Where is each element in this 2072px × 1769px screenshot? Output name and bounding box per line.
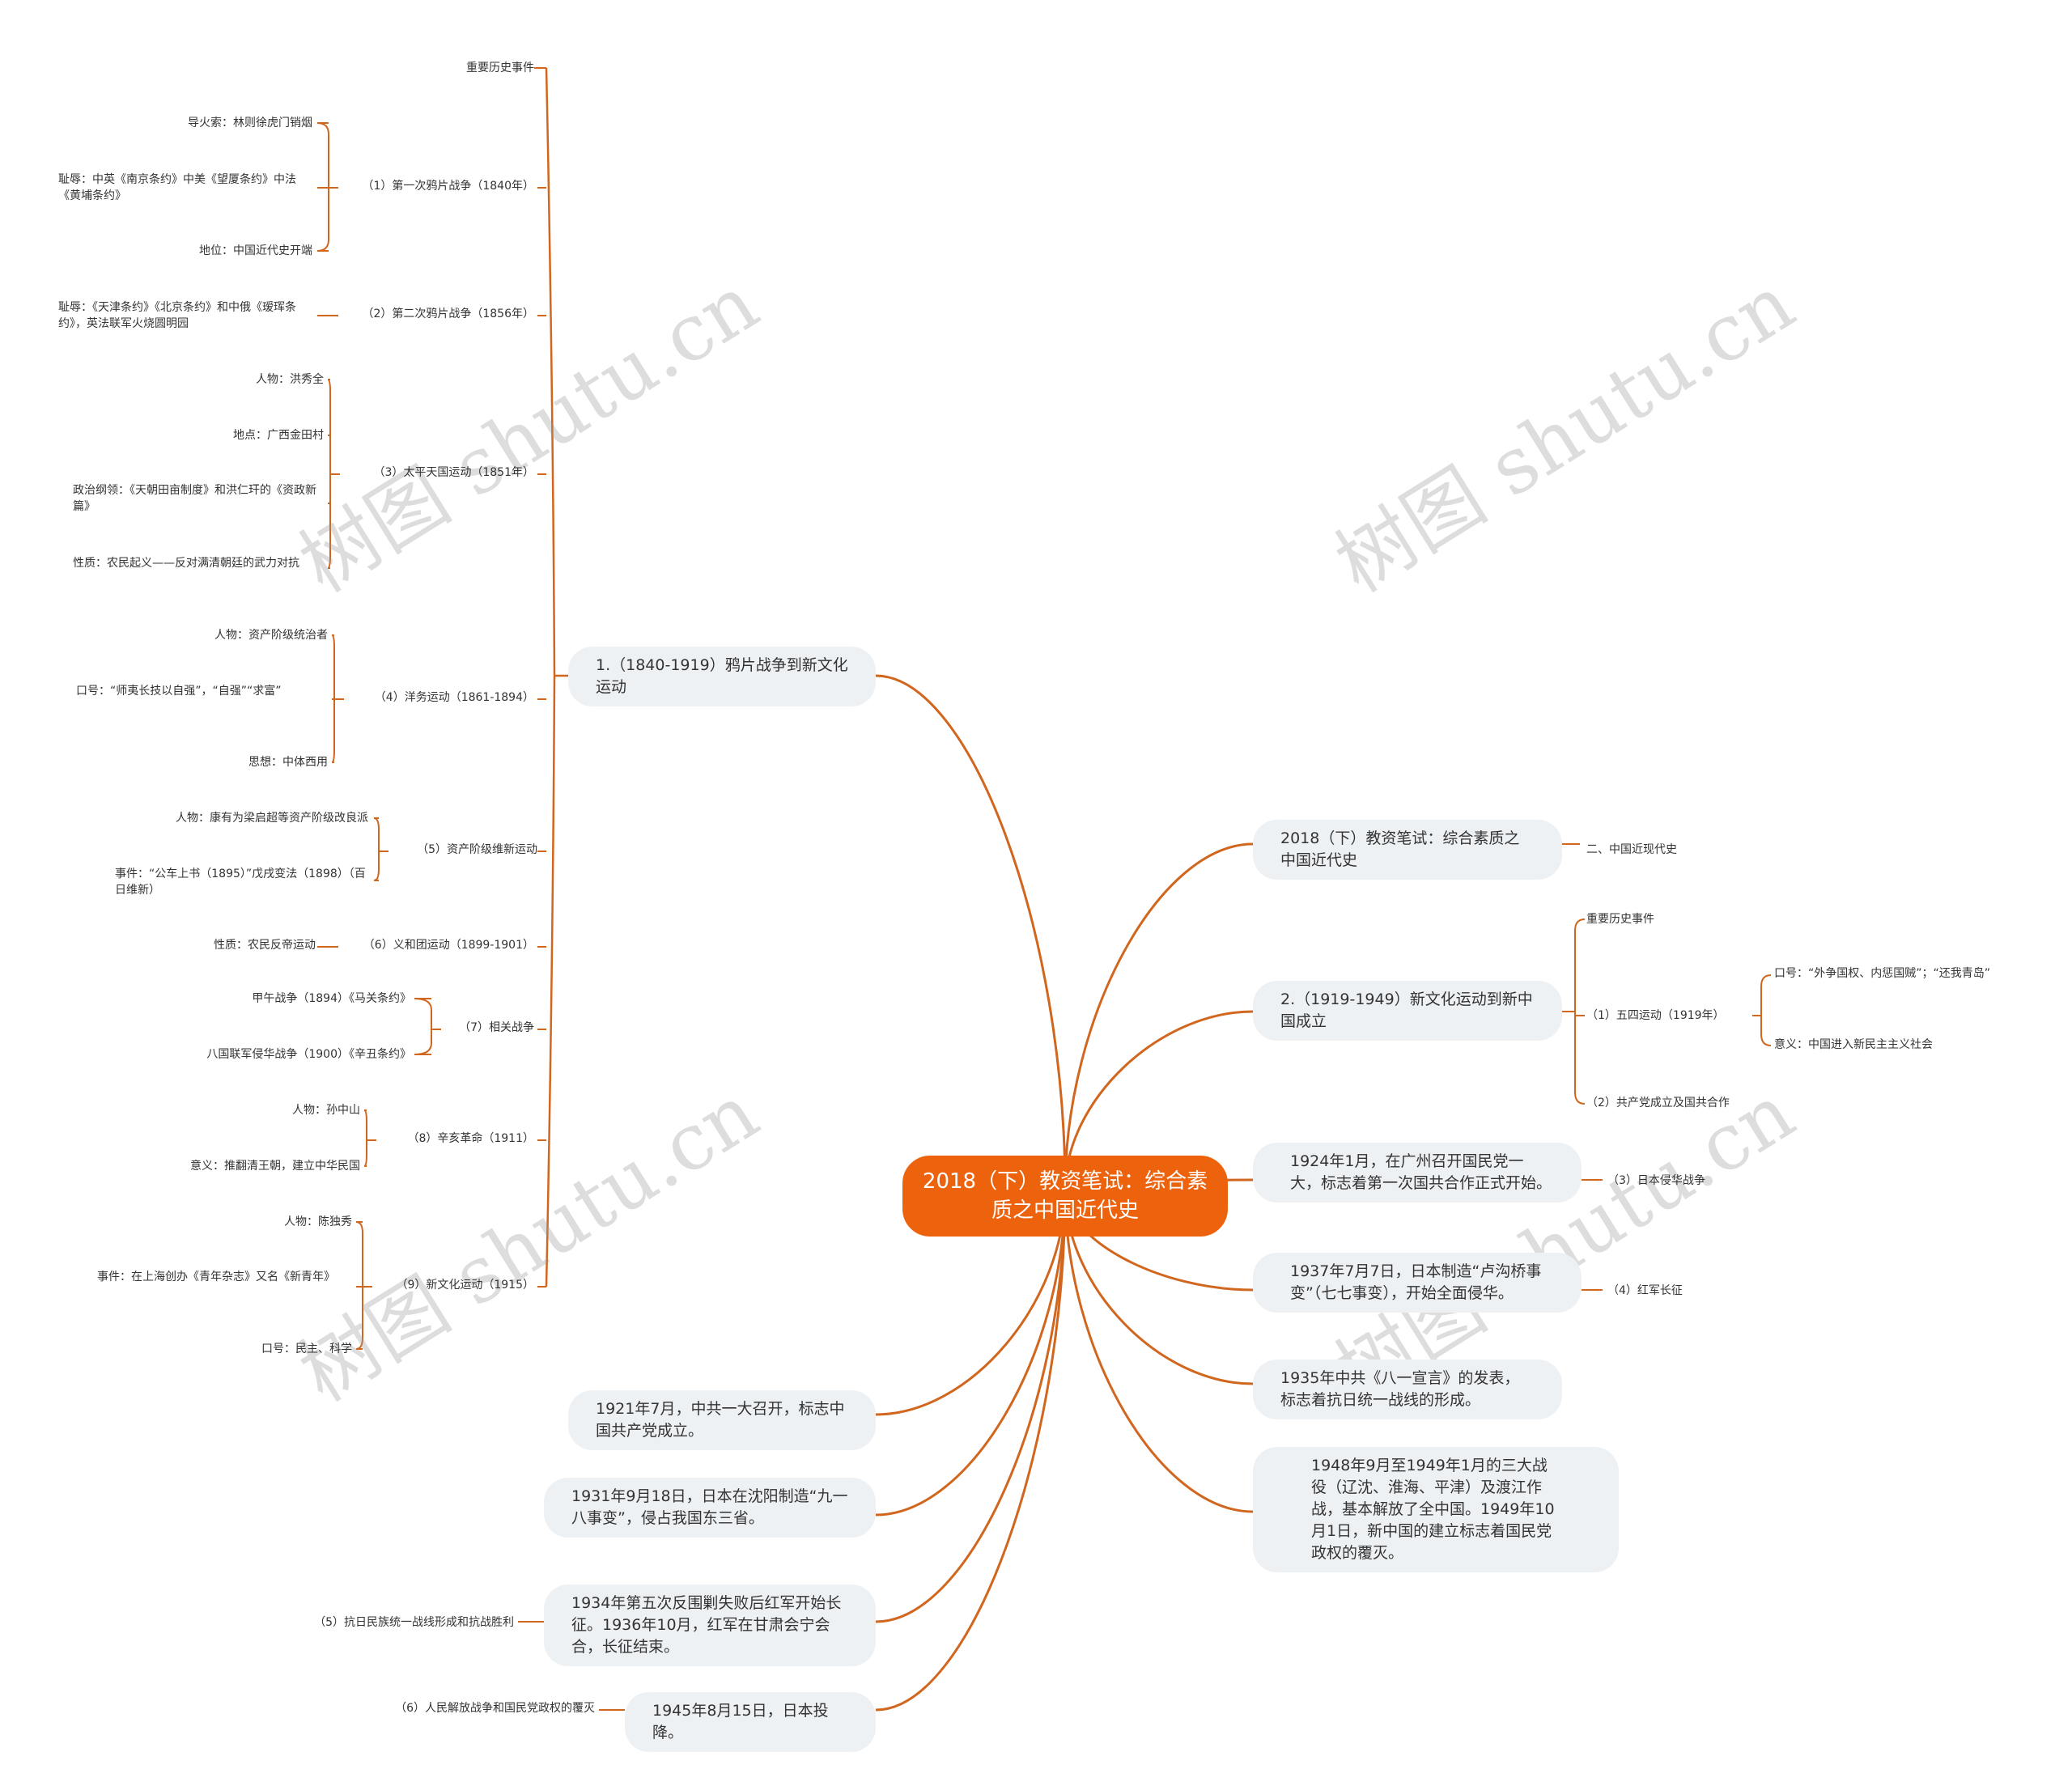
topic-1931[interactable]: 1931年9月18日，日本在沈阳制造“九一八事变”，侵占我国东三省。: [544, 1478, 876, 1538]
topic-1945[interactable]: 1945年8月15日，日本投降。: [625, 1692, 876, 1752]
topic-1919-1949[interactable]: 2.（1919-1949）新文化运动到新中国成立: [1253, 981, 1562, 1041]
label-riben-qinhua[interactable]: （3）日本侵华战争: [1607, 1174, 1705, 1187]
label-yihetuan[interactable]: （6）义和团运动（1899-1901）: [363, 939, 534, 952]
topic-1937[interactable]: 1937年7月7日，日本制造“卢沟桥事变”（七七事变），开始全面侵华。: [1253, 1253, 1582, 1313]
label-taiping-b[interactable]: 地点：广西金田村: [233, 429, 324, 442]
connector-line: [875, 1189, 1067, 1623]
topic-1840-1919[interactable]: 1.（1840-1919）鸦片战争到新文化运动: [568, 647, 876, 706]
label-xinwenhua-a[interactable]: 人物：陈独秀: [284, 1215, 352, 1228]
label-xinwenhua[interactable]: （9）新文化运动（1915）: [396, 1279, 534, 1292]
label-taiping[interactable]: （3）太平天国运动（1851年）: [373, 466, 534, 479]
label-hongjun-changzheng[interactable]: （4）红军长征: [1607, 1284, 1683, 1297]
connector-line: [355, 1221, 363, 1350]
label-xinwenhua-c[interactable]: 口号：民主、科学: [261, 1343, 352, 1355]
label-yangwu-c[interactable]: 思想：中体西用: [248, 756, 328, 769]
label-weixin-a[interactable]: 人物：康有为梁启超等资产阶级改良派: [176, 812, 368, 825]
connector-line: [1760, 974, 1772, 1046]
connector-line: [363, 1109, 367, 1167]
label-taiping-c[interactable]: 政治纲领：《天朝田亩制度》和洪仁玕的《资政新篇》: [73, 484, 316, 513]
label-wusi[interactable]: （1）五四运动（1919年）: [1586, 1009, 1725, 1022]
label-xinhai-b[interactable]: 意义：推翻清王朝，建立中华民国: [190, 1160, 360, 1173]
connector-line: [327, 379, 331, 569]
label-opium1-b[interactable]: 耻辱：中英《南京条约》中美《望厦条约》中法《黄埔条约》: [58, 173, 296, 202]
connector-line: [545, 67, 556, 1288]
label-weixin[interactable]: （5）资产阶级维新运动: [417, 843, 537, 856]
label-wusi-meaning[interactable]: 意义：中国进入新民主主义社会: [1774, 1038, 1933, 1051]
label-important-events-1[interactable]: 重要历史事件: [466, 62, 534, 74]
label-opium1-a[interactable]: 导火索：林则徐虎门销烟: [188, 117, 312, 129]
label-xinhai-a[interactable]: 人物：孙中山: [292, 1104, 360, 1117]
label-opium2-a[interactable]: 耻辱：《天津条约》《北京条约》和中俄《瑷珲条约》，英法联军火烧圆明园: [58, 301, 296, 330]
connector-line: [1574, 918, 1586, 1105]
topic-1935[interactable]: 1935年中共《八一宣言》的发表，标志着抗日统一战线的形成。: [1253, 1360, 1562, 1419]
label-yangwu[interactable]: （4）洋务运动（1861-1894）: [374, 691, 534, 704]
label-wars-b[interactable]: 八国联军侵华战争（1900）《辛丑条约》: [206, 1048, 411, 1061]
label-jiefang-zhanzheng[interactable]: （6）人民解放战争和国民党政权的覆灭: [395, 1702, 595, 1715]
label-kangri-shengli[interactable]: （5）抗日民族统一战线形成和抗战胜利: [314, 1616, 514, 1629]
topic-1934[interactable]: 1934年第五次反围剿失败后红军开始长征。1936年10月，红军在甘肃会宁会合，…: [544, 1584, 876, 1666]
label-weixin-b[interactable]: 事件：“公车上书（1895）”戊戌变法（1898）（百日维新）: [115, 868, 366, 897]
connector-line: [875, 674, 1067, 1190]
connector-line: [875, 1189, 1067, 1517]
label-opium1[interactable]: （1）第一次鸦片战争（1840年）: [362, 180, 534, 193]
label-xinhai[interactable]: （8）辛亥革命（1911）: [407, 1132, 534, 1145]
label-gcd[interactable]: （2）共产党成立及国共合作: [1586, 1097, 1730, 1109]
label-wars-a[interactable]: 甲午战争（1894）《马关条约》: [252, 992, 411, 1005]
connector-line: [414, 998, 432, 1055]
topic-1948[interactable]: 1948年9月至1949年1月的三大战役（辽沈、淮海、平津）及渡江作战，基本解放…: [1253, 1447, 1619, 1572]
topic-title[interactable]: 2018（下）教资笔试：综合素质之中国近代史: [1253, 820, 1562, 880]
connector-line: [1064, 1010, 1254, 1190]
label-important-events-2[interactable]: 重要历史事件: [1586, 913, 1654, 926]
root-topic[interactable]: 2018（下）教资笔试：综合素质之中国近代史: [902, 1156, 1228, 1237]
label-wusi-slogan[interactable]: 口号：“外争国权、内惩国贼”；“还我青岛”: [1774, 967, 1991, 980]
label-xinwenhua-b[interactable]: 事件：在上海创办《青年杂志》又名《新青年》: [97, 1271, 335, 1283]
connector-line: [373, 817, 380, 881]
label-taiping-a[interactable]: 人物：洪秀全: [256, 373, 324, 386]
label-wars[interactable]: （7）相关战争: [459, 1021, 534, 1034]
topic-1924[interactable]: 1924年1月，在广州召开国民党一大，标志着第一次国共合作正式开始。: [1253, 1143, 1582, 1203]
topic-1921[interactable]: 1921年7月，中共一大召开，标志中国共产党成立。: [568, 1390, 876, 1450]
connector-line: [1064, 1189, 1254, 1513]
connector-line: [875, 1189, 1067, 1712]
connector-line: [1064, 842, 1254, 1190]
label-taiping-d[interactable]: 性质：农民起义——反对满清朝廷的武力对抗: [73, 557, 299, 570]
label-opium1-c[interactable]: 地位：中国近代史开端: [199, 244, 312, 257]
label-opium2[interactable]: （2）第二次鸦片战争（1856年）: [362, 308, 534, 320]
label-yangwu-a[interactable]: 人物：资产阶级统治者: [214, 629, 328, 642]
label-yihetuan-a[interactable]: 性质：农民反帝运动: [214, 939, 316, 952]
label-zhongguo-jinxiandai[interactable]: 二、中国近现代史: [1586, 843, 1677, 856]
label-yangwu-b[interactable]: 口号：“师夷长技以自强”，“自强”“求富”: [76, 685, 282, 698]
